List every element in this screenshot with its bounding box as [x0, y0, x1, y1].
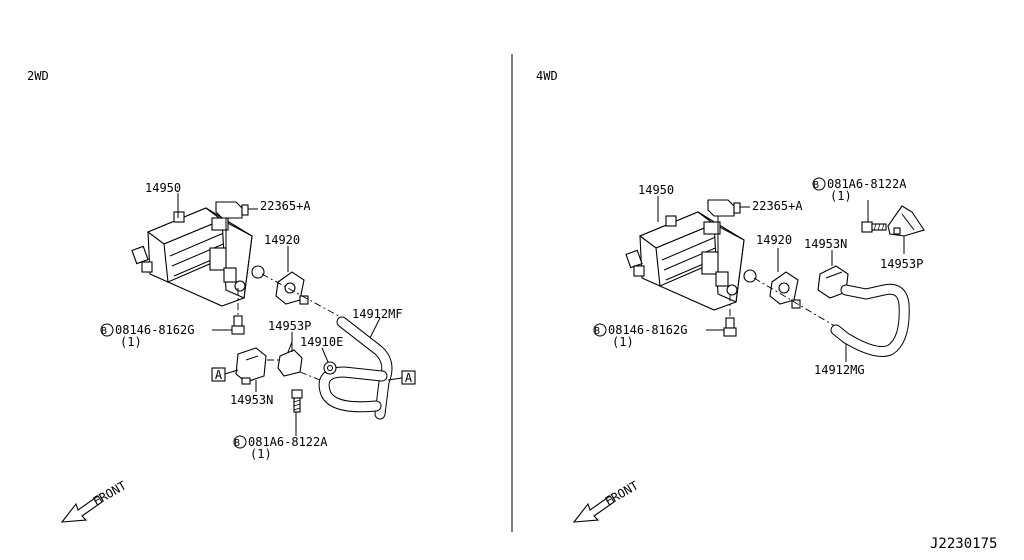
bolt-symbol-b-2wd: B	[234, 438, 240, 449]
bolt-08146-8162g-4wd[interactable]	[723, 317, 737, 337]
clip-14910e[interactable]	[323, 361, 337, 375]
bracket-p-label-2wd: 14953P	[268, 319, 311, 333]
svg-text:A: A	[405, 371, 413, 385]
valve-14920-4wd[interactable]	[769, 271, 801, 309]
bracket-n-label-4wd: 14953N	[804, 237, 847, 251]
variant-label-4wd: 4WD	[536, 69, 558, 83]
ref-mark-a-left: A	[211, 367, 226, 382]
front-label-2wd: FRONT	[91, 478, 129, 508]
front-arrow-icon-2wd	[60, 495, 103, 523]
svg-text:A: A	[215, 368, 223, 382]
diagram-code: J2230175	[930, 536, 997, 552]
bracket-n-label-2wd: 14953N	[230, 393, 273, 407]
hose-14912mf[interactable]	[318, 316, 393, 420]
front-arrow-icon-4wd	[572, 495, 615, 523]
bolt-a-label-2wd: 08146-8162G	[115, 323, 194, 337]
bracket-p-label-4wd: 14953P	[880, 257, 923, 271]
panel-2wd: 2WD 14950 22365+A	[27, 69, 416, 523]
sensor-label-2wd: 22365+A	[260, 199, 311, 213]
hose-label-2wd: 14912MF	[352, 307, 403, 321]
bracket-14953p-2wd[interactable]	[277, 341, 303, 377]
sensor-22365a[interactable]	[215, 201, 249, 219]
valve-label-4wd: 14920	[756, 233, 792, 247]
bolt-symbol-a-2wd: B	[101, 326, 107, 337]
bolt-081a6-8122a-4wd[interactable]	[861, 221, 887, 233]
bolt-symbol-b-4wd: B	[813, 180, 819, 191]
hose-14912mg[interactable]	[830, 283, 910, 357]
hose-label-4wd: 14912MG	[814, 363, 865, 377]
bolt-b-qty-4wd: (1)	[830, 189, 852, 203]
clip-label-2wd: 14910E	[300, 335, 343, 349]
bolt-b-label-4wd: 081A6-8122A	[827, 177, 907, 191]
bolt-08146-8162g-2wd[interactable]	[231, 315, 245, 335]
bracket-14953p-4wd[interactable]	[887, 205, 925, 237]
sensor-22365a-4wd[interactable]	[707, 199, 741, 217]
bracket-14953n-2wd[interactable]	[235, 347, 267, 385]
variant-label-2wd: 2WD	[27, 69, 49, 83]
valve-14920[interactable]	[275, 271, 309, 305]
valve-label-2wd: 14920	[264, 233, 300, 247]
bolt-symbol-a-4wd: B	[594, 326, 600, 337]
bolt-a-qty-4wd: (1)	[612, 335, 634, 349]
canister-14950[interactable]	[131, 207, 265, 307]
ref-mark-a-right: A	[401, 370, 416, 385]
sensor-label-4wd: 22365+A	[752, 199, 803, 213]
bolt-a-qty-2wd: (1)	[120, 335, 142, 349]
bolt-081a6-8122a-2wd[interactable]	[291, 389, 303, 413]
bolt-a-label-4wd: 08146-8162G	[608, 323, 687, 337]
panel-4wd: 4WD 14950 22365+A	[536, 69, 925, 523]
canister-label-4wd: 14950	[638, 183, 674, 197]
front-label-4wd: FRONT	[603, 478, 641, 508]
bolt-b-qty-2wd: (1)	[250, 447, 272, 461]
canister-14950-4wd[interactable]	[625, 211, 757, 311]
canister-label-2wd: 14950	[145, 181, 181, 195]
bolt-b-label-2wd: 081A6-8122A	[248, 435, 328, 449]
